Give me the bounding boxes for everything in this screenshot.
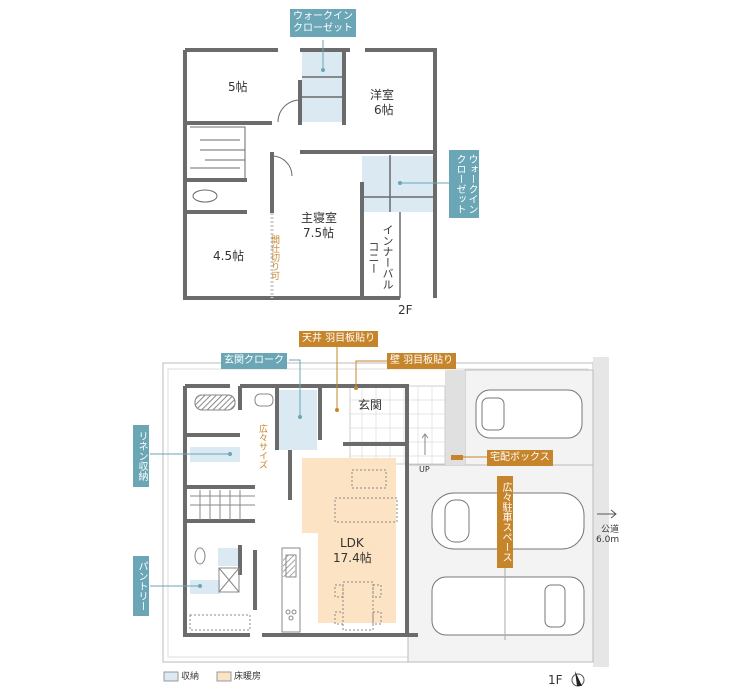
wall (298, 50, 346, 125)
floor2-label: 2F (398, 303, 413, 317)
partition-note: 間仕切り可 (269, 235, 279, 280)
room-4-5jo: 4.5帖 (213, 249, 245, 263)
furniture (189, 469, 398, 631)
ldk-size: 17.4帖 (333, 551, 372, 565)
master-bedroom-label: 主寝室 (301, 211, 338, 225)
callout-wall-paneling: 壁 羽目板貼り (387, 353, 457, 369)
callout-walk-in-closet-top: ウォークインクローゼット (290, 9, 356, 37)
callout-delivery-box: 宅配ボックス (487, 450, 553, 466)
floor1-label: 1F (548, 673, 563, 687)
spacious-size-note: 広々サイズ (257, 424, 267, 469)
legend-heating-label: 床暖房 (234, 672, 262, 682)
up-arrow (421, 433, 429, 455)
ps-box (218, 567, 240, 593)
entrance-cloak-storage (277, 390, 317, 450)
north-arrow-icon (571, 671, 585, 687)
partition (302, 76, 434, 298)
legend-heating-swatch (216, 671, 232, 682)
stairs-2f (190, 126, 246, 178)
road-arrow (597, 509, 617, 519)
road-label: 公道 (601, 525, 620, 535)
inner-balcony-label: インナーバルコニー (367, 224, 394, 290)
callout-linen-storage: リネン収納 (133, 425, 149, 487)
toilet-2f (192, 189, 218, 203)
ldk-label: LDK (340, 536, 364, 550)
public-road (593, 357, 609, 667)
wall (185, 178, 247, 214)
floor1-walls (183, 384, 418, 637)
door-swing (271, 99, 301, 177)
callout-entrance-cloak: 玄関クローク (221, 353, 287, 369)
floor2-plan (183, 48, 437, 300)
closet-storage-right (362, 156, 434, 212)
western-room-size: 6帖 (374, 103, 394, 117)
master-bedroom-size: 7.5帖 (303, 226, 335, 240)
western-room-label: 洋室 (370, 88, 395, 102)
floor2-outer-wall (183, 48, 437, 300)
delivery-box (451, 455, 463, 460)
legend-storage-swatch (163, 671, 179, 682)
stairs-1f (190, 490, 255, 520)
up-label: UP (419, 465, 430, 474)
callout-ceiling-paneling: 天井 羽目板貼り (299, 331, 379, 347)
entrance-label: 玄関 (358, 398, 383, 412)
storage (218, 548, 238, 566)
callout-parking-space: 広々駐車スペース (497, 476, 513, 568)
callout-pantry: パントリー (133, 556, 149, 616)
legend-storage-label: 収納 (181, 672, 200, 682)
toilet-1f (194, 547, 206, 565)
pantry-storage (190, 580, 220, 594)
road-width: 6.0m (596, 535, 620, 545)
kitchen-counter (281, 547, 301, 633)
room-5jo: 5帖 (228, 80, 248, 94)
callout-walk-in-closet-right: ウォークインクローゼット (449, 150, 479, 218)
sink (254, 393, 274, 407)
approach-path (445, 370, 465, 465)
